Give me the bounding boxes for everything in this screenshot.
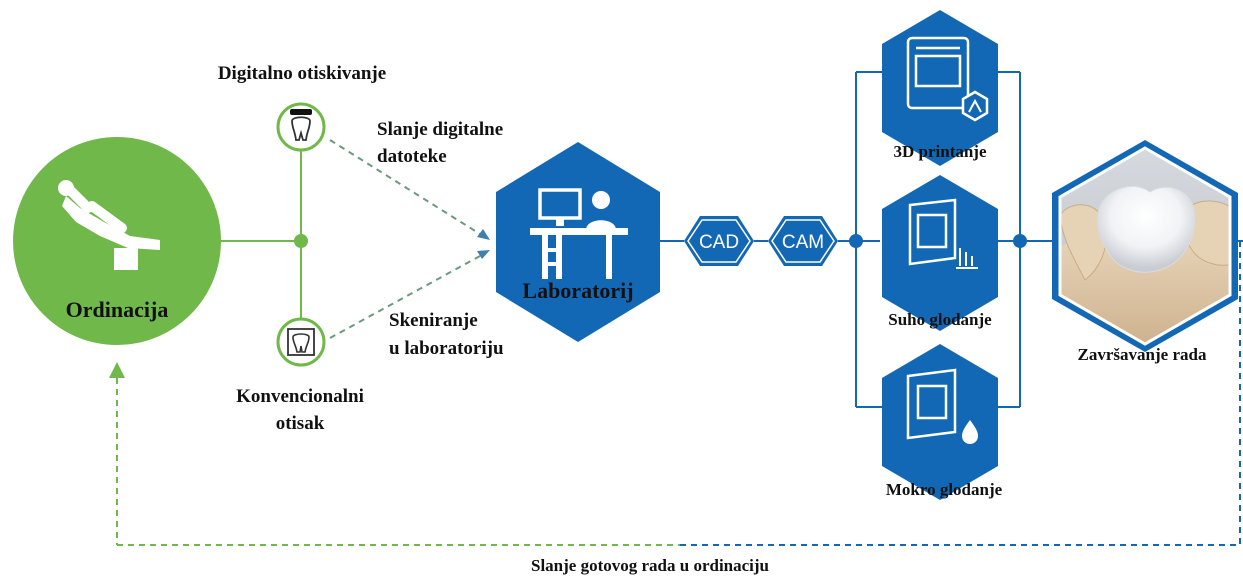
cam-badge: CAM <box>768 216 838 266</box>
laboratorij-hexagon <box>496 142 660 342</box>
3d-printer-icon <box>906 36 989 122</box>
dry-milling-machine-icon <box>908 198 978 269</box>
arrowhead-konv <box>477 250 490 259</box>
povratak-label: Slanje gotovog rada u ordinaciju <box>531 556 769 575</box>
skeniranje-label-line2: u laboratoriju <box>389 338 504 359</box>
return-loop: Slanje gotovog rada u ordinaciju <box>109 240 1243 575</box>
dental-chair-icon <box>58 180 160 270</box>
hub-dot-blue-left <box>849 234 863 248</box>
blue-connectors <box>660 71 1060 408</box>
digitalno-circle <box>276 102 326 152</box>
green-connectors <box>220 150 308 318</box>
mokro-node: Mokro glodanje <box>882 344 1003 500</box>
konvencionalni-label-line1: Konvencionalni <box>236 386 364 407</box>
intraoral-scanner-tooth-icon <box>290 109 312 141</box>
zavrsavanje-node: Završavanje rada <box>1052 140 1238 364</box>
ordinacija-node: Ordinacija <box>13 137 221 345</box>
hub-dot-green <box>294 234 308 248</box>
cad-hexagon-inner <box>687 219 751 263</box>
arrow-digital-to-lab <box>329 139 481 235</box>
mokro-label: Mokro glodanje <box>886 480 1003 499</box>
cad-badge: CAD <box>684 216 754 266</box>
ordinacija-label: Ordinacija <box>66 297 169 322</box>
hub-dot-blue-right <box>1013 234 1027 248</box>
cad-label: CAD <box>699 232 739 253</box>
suho-hexagon <box>882 175 998 331</box>
konvencionalni-label-line2: otisak <box>276 413 325 434</box>
digitalno-label: Digitalno otiskivanje <box>218 63 386 84</box>
wet-milling-machine-icon <box>906 368 978 444</box>
laboratorij-node: Laboratorij <box>496 142 660 342</box>
dashed-arrows-to-lab <box>329 139 490 339</box>
skeniranje-label-line1: Skeniranje <box>389 310 478 331</box>
cam-hexagon-inner <box>771 219 835 263</box>
return-arrowhead <box>109 362 125 378</box>
laboratorij-label: Laboratorij <box>522 278 633 303</box>
konvencionalni-circle <box>276 317 326 367</box>
lab-workstation-icon <box>530 188 628 279</box>
dental-crown-photo <box>1060 148 1230 344</box>
konvencionalni-node: Konvencionalni otisak <box>236 317 364 434</box>
suho-node: Suho glodanje <box>882 175 998 331</box>
printanje-label: 3D printanje <box>893 142 986 161</box>
cam-hexagon <box>768 216 838 266</box>
suho-label: Suho glodanje <box>888 310 992 329</box>
cam-label: CAM <box>782 232 824 253</box>
cad-hexagon <box>684 216 754 266</box>
digitalno-node: Digitalno otiskivanje <box>218 63 386 152</box>
impression-tray-tooth-icon <box>287 328 315 356</box>
zavrsavanje-hexagon-inner <box>1058 146 1232 346</box>
zavrsavanje-label: Završavanje rada <box>1078 345 1207 364</box>
printanje-node: 3D printanje <box>882 10 998 166</box>
mokro-hexagon <box>882 344 998 500</box>
slanje-digitalne-label-line1: Slanje digitalne <box>377 119 503 140</box>
slanje-digitalne-label-line2: datoteke <box>377 146 447 167</box>
arrowhead-digital <box>477 229 490 240</box>
